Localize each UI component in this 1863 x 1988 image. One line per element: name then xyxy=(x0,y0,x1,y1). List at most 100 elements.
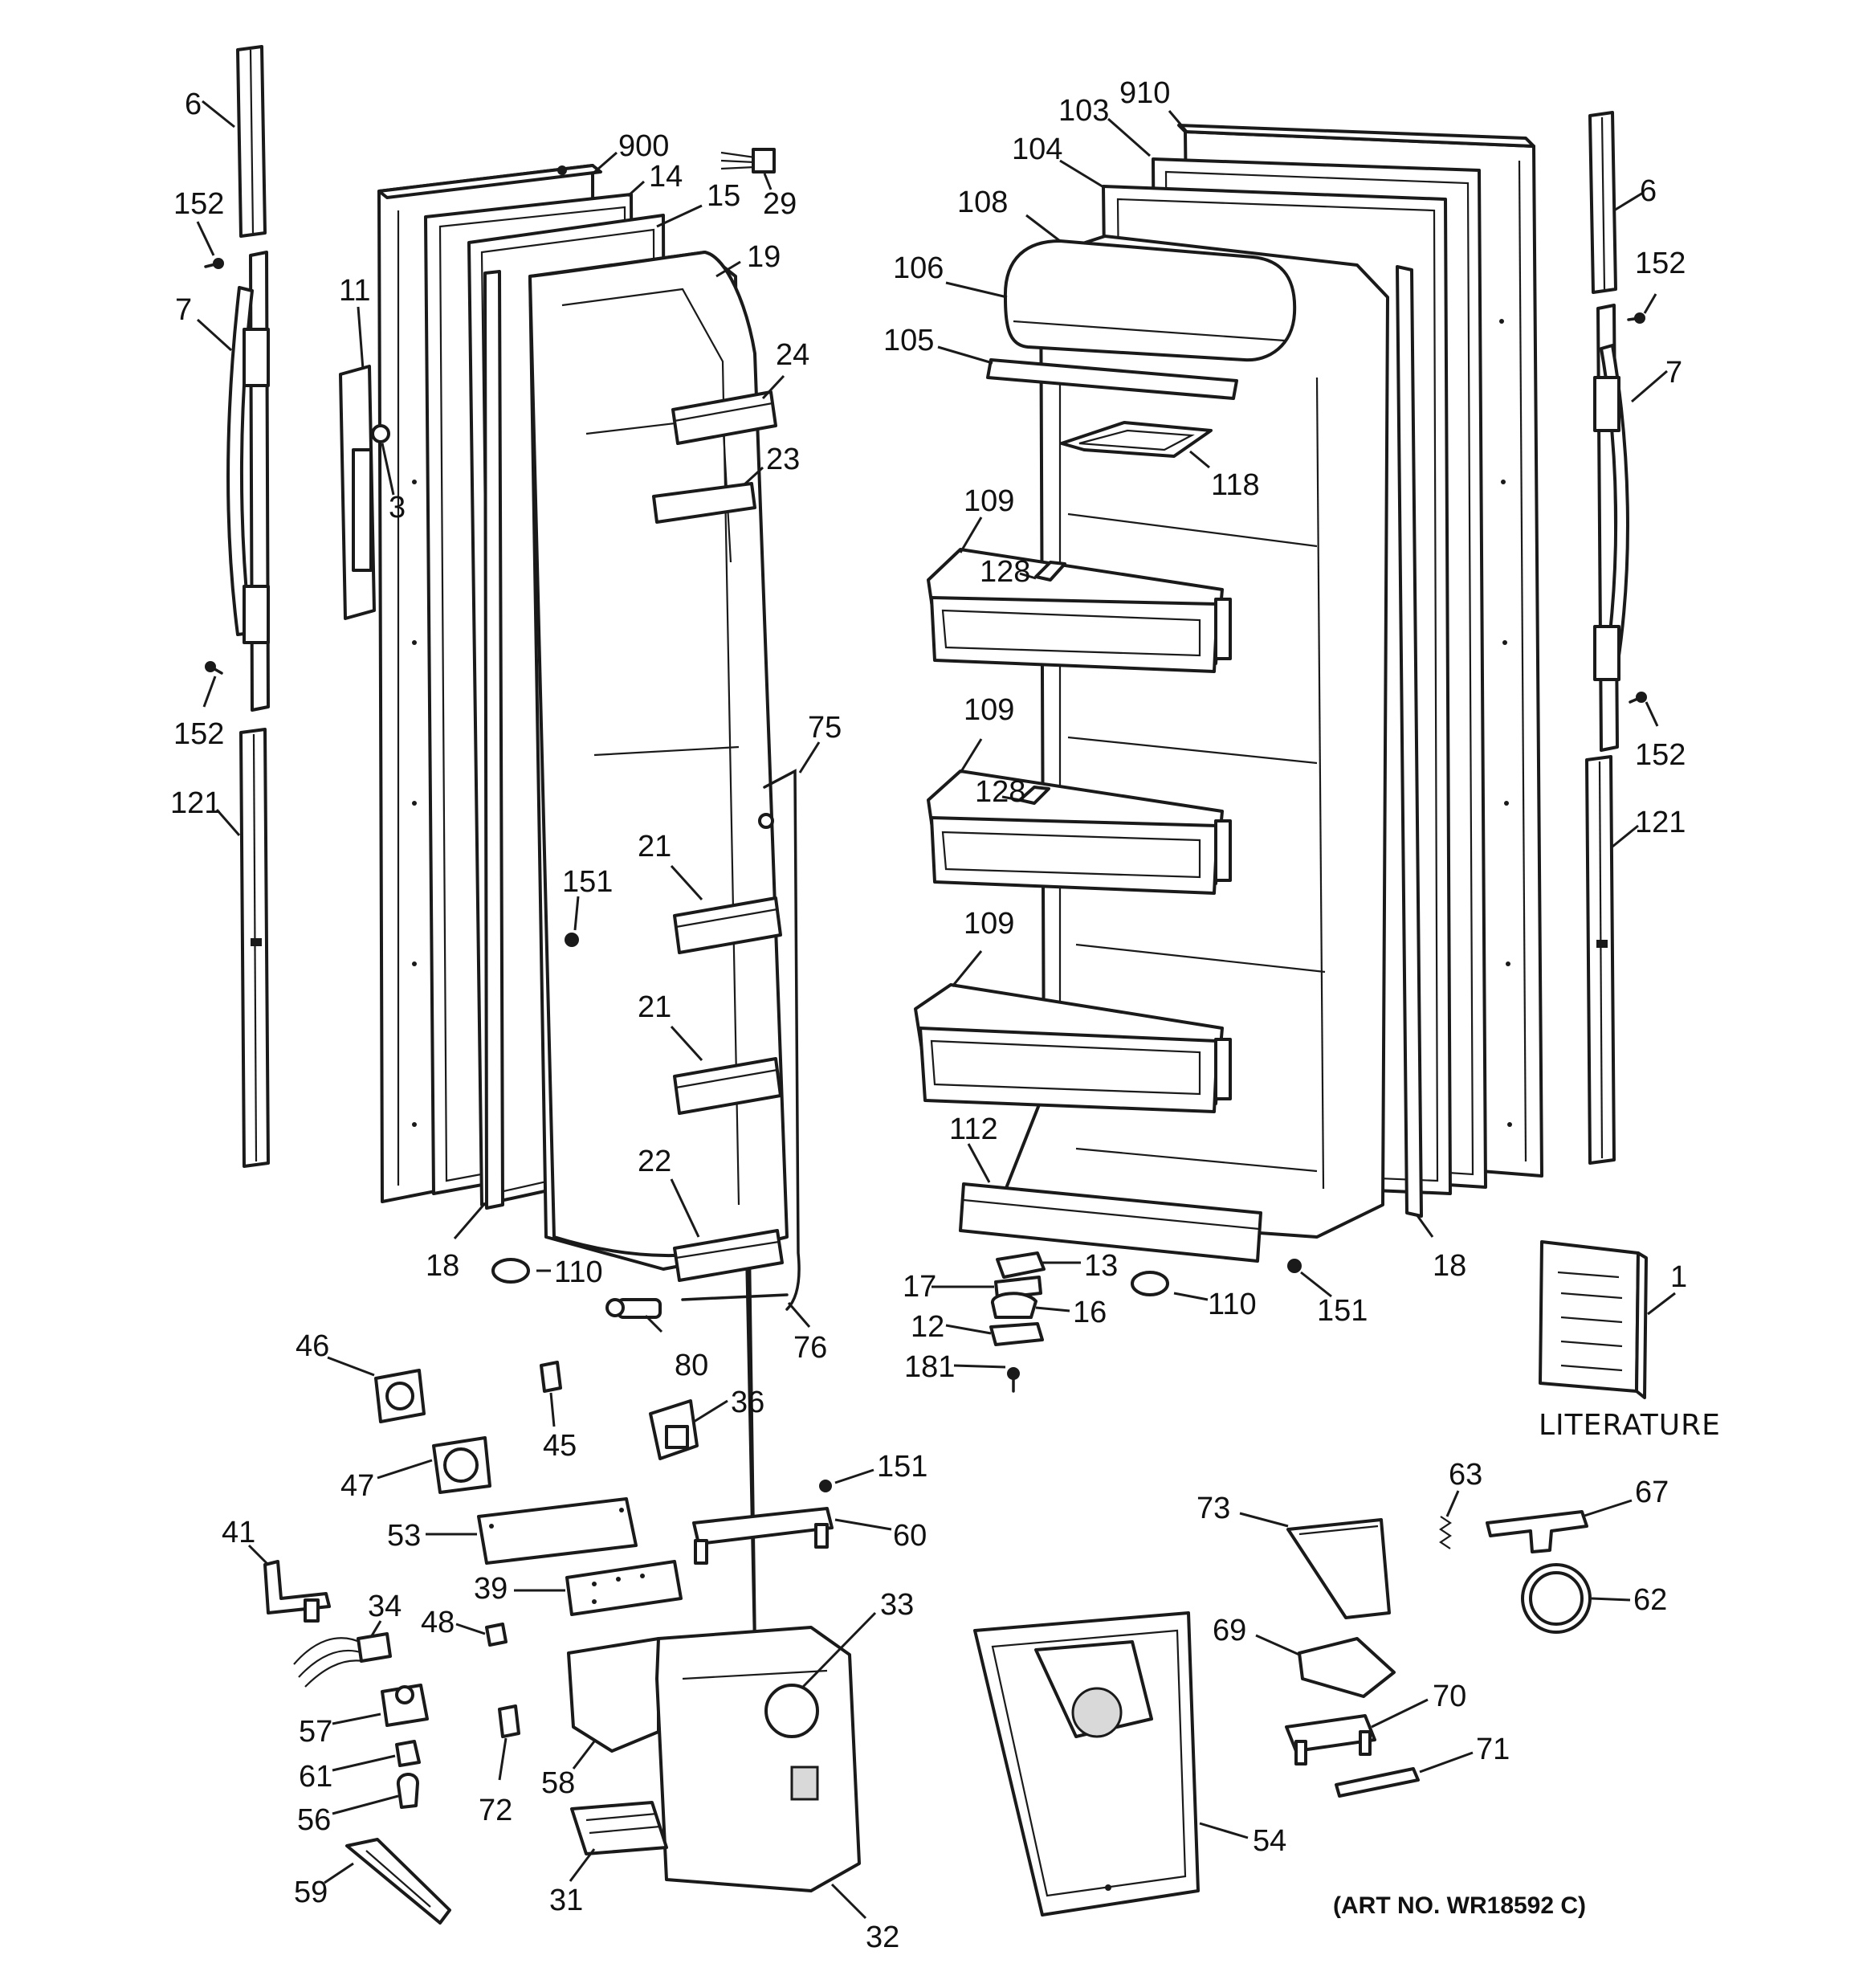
shelf-rail-23 xyxy=(652,482,756,524)
leader-80 xyxy=(644,1314,663,1333)
callout-152: 152 xyxy=(173,717,224,751)
leader-21-upper xyxy=(670,864,703,901)
callout-62: 62 xyxy=(1633,1583,1667,1617)
callout-1: 1 xyxy=(1670,1260,1687,1294)
callout-6: 6 xyxy=(1640,174,1657,208)
bin-divider-128-middle xyxy=(1018,786,1050,805)
callout-70: 70 xyxy=(1433,1680,1466,1713)
callout-121: 121 xyxy=(170,786,221,820)
leader-61 xyxy=(332,1754,396,1772)
bulb-56 xyxy=(397,1773,419,1809)
callout-900: 900 xyxy=(618,129,669,163)
callout-105: 105 xyxy=(883,324,934,357)
wire-harness-29 xyxy=(720,148,776,173)
callout-19: 19 xyxy=(747,240,781,274)
leader-29 xyxy=(763,173,773,190)
leader-152-right-top xyxy=(1643,293,1657,314)
callout-110: 110 xyxy=(1208,1288,1257,1321)
callout-104: 104 xyxy=(1012,133,1062,166)
leader-24 xyxy=(761,374,785,400)
leader-7-left xyxy=(196,318,233,352)
callout-53: 53 xyxy=(387,1519,421,1553)
door-screw-holes xyxy=(1499,319,1512,1127)
leader-33 xyxy=(801,1611,877,1688)
leader-6-left xyxy=(202,100,235,129)
leader-121-left xyxy=(215,809,241,836)
leader-18-right xyxy=(1415,1214,1434,1238)
leader-69 xyxy=(1255,1634,1300,1656)
callout-7: 7 xyxy=(175,293,192,327)
clip-48 xyxy=(485,1623,508,1647)
callout-7: 7 xyxy=(1665,356,1682,390)
callout-21: 21 xyxy=(638,990,671,1024)
ice-chute-73 xyxy=(1286,1518,1391,1619)
callout-75: 75 xyxy=(808,711,842,745)
callout-46: 46 xyxy=(296,1329,329,1363)
leader-112 xyxy=(967,1143,991,1183)
callout-48: 48 xyxy=(421,1606,455,1639)
callout-15: 15 xyxy=(707,179,740,213)
right-handle-assembly: 6 152 7 152 121 xyxy=(1585,111,1686,1165)
callout-181: 181 xyxy=(904,1350,955,1384)
leader-1 xyxy=(1647,1292,1676,1316)
bottom-rail-112 xyxy=(959,1182,1262,1263)
leader-73 xyxy=(1239,1512,1289,1528)
switch-46 xyxy=(374,1369,426,1423)
bin-divider-128-upper xyxy=(1034,561,1066,582)
trim-121-right xyxy=(1585,755,1616,1165)
handle-cap-6-left xyxy=(236,45,267,238)
callout-17: 17 xyxy=(903,1270,936,1304)
handle-7-left xyxy=(226,251,270,712)
handle-cap-6-right xyxy=(1588,111,1617,294)
leader-48 xyxy=(455,1623,486,1635)
leader-181 xyxy=(953,1364,1006,1369)
callout-60: 60 xyxy=(893,1519,927,1553)
light-housing-60 xyxy=(692,1507,834,1565)
leader-103 xyxy=(1107,117,1151,157)
leader-70 xyxy=(1371,1698,1429,1729)
door-bin-109-lower xyxy=(914,983,1232,1113)
drip-tray-31 xyxy=(570,1801,668,1855)
door-bin-109-upper xyxy=(927,548,1232,673)
callout-76: 76 xyxy=(793,1331,827,1365)
fresh-food-door-assembly: 103 910 104 108 106 105 118 109 128 109 … xyxy=(883,76,1543,1393)
callout-45: 45 xyxy=(543,1429,577,1463)
leader-76 xyxy=(787,1302,811,1328)
actuator-59 xyxy=(345,1838,451,1925)
hinge-bracket-11 xyxy=(339,365,376,620)
leader-36 xyxy=(693,1399,728,1423)
gasket-strip-18-right xyxy=(1396,265,1423,1218)
dairy-door-106 xyxy=(1003,239,1297,362)
bracket-70 xyxy=(1285,1714,1376,1766)
screw-151-left xyxy=(565,933,579,947)
callout-58: 58 xyxy=(541,1766,575,1800)
callout-24: 24 xyxy=(776,338,809,372)
leader-34 xyxy=(369,1620,382,1638)
leader-151-left xyxy=(573,896,580,931)
trim-121-left xyxy=(239,728,270,1168)
callout-36: 36 xyxy=(731,1386,764,1419)
leader-151-dispenser xyxy=(834,1468,874,1484)
callout-69: 69 xyxy=(1213,1614,1246,1647)
leader-7-right xyxy=(1631,369,1668,403)
leader-63 xyxy=(1445,1490,1460,1517)
cap-110-left xyxy=(491,1258,530,1284)
leader-75 xyxy=(798,741,821,774)
leader-71 xyxy=(1419,1751,1474,1774)
callout-67: 67 xyxy=(1635,1476,1669,1509)
callout-31: 31 xyxy=(549,1884,583,1917)
callout-152: 152 xyxy=(173,187,224,221)
switch-wiring-34 xyxy=(293,1632,392,1688)
leader-128-middle xyxy=(1001,795,1021,802)
spring-63 xyxy=(1439,1516,1452,1549)
leader-57 xyxy=(332,1712,381,1725)
dairy-tray-118 xyxy=(1060,421,1213,458)
callout-56: 56 xyxy=(297,1803,331,1837)
leader-128-upper xyxy=(1019,572,1037,580)
callout-63: 63 xyxy=(1449,1458,1482,1492)
leader-21-lower xyxy=(670,1025,703,1062)
shelf-rail-21-upper xyxy=(673,896,782,954)
leader-60 xyxy=(834,1518,892,1531)
control-board-39 xyxy=(565,1560,683,1616)
